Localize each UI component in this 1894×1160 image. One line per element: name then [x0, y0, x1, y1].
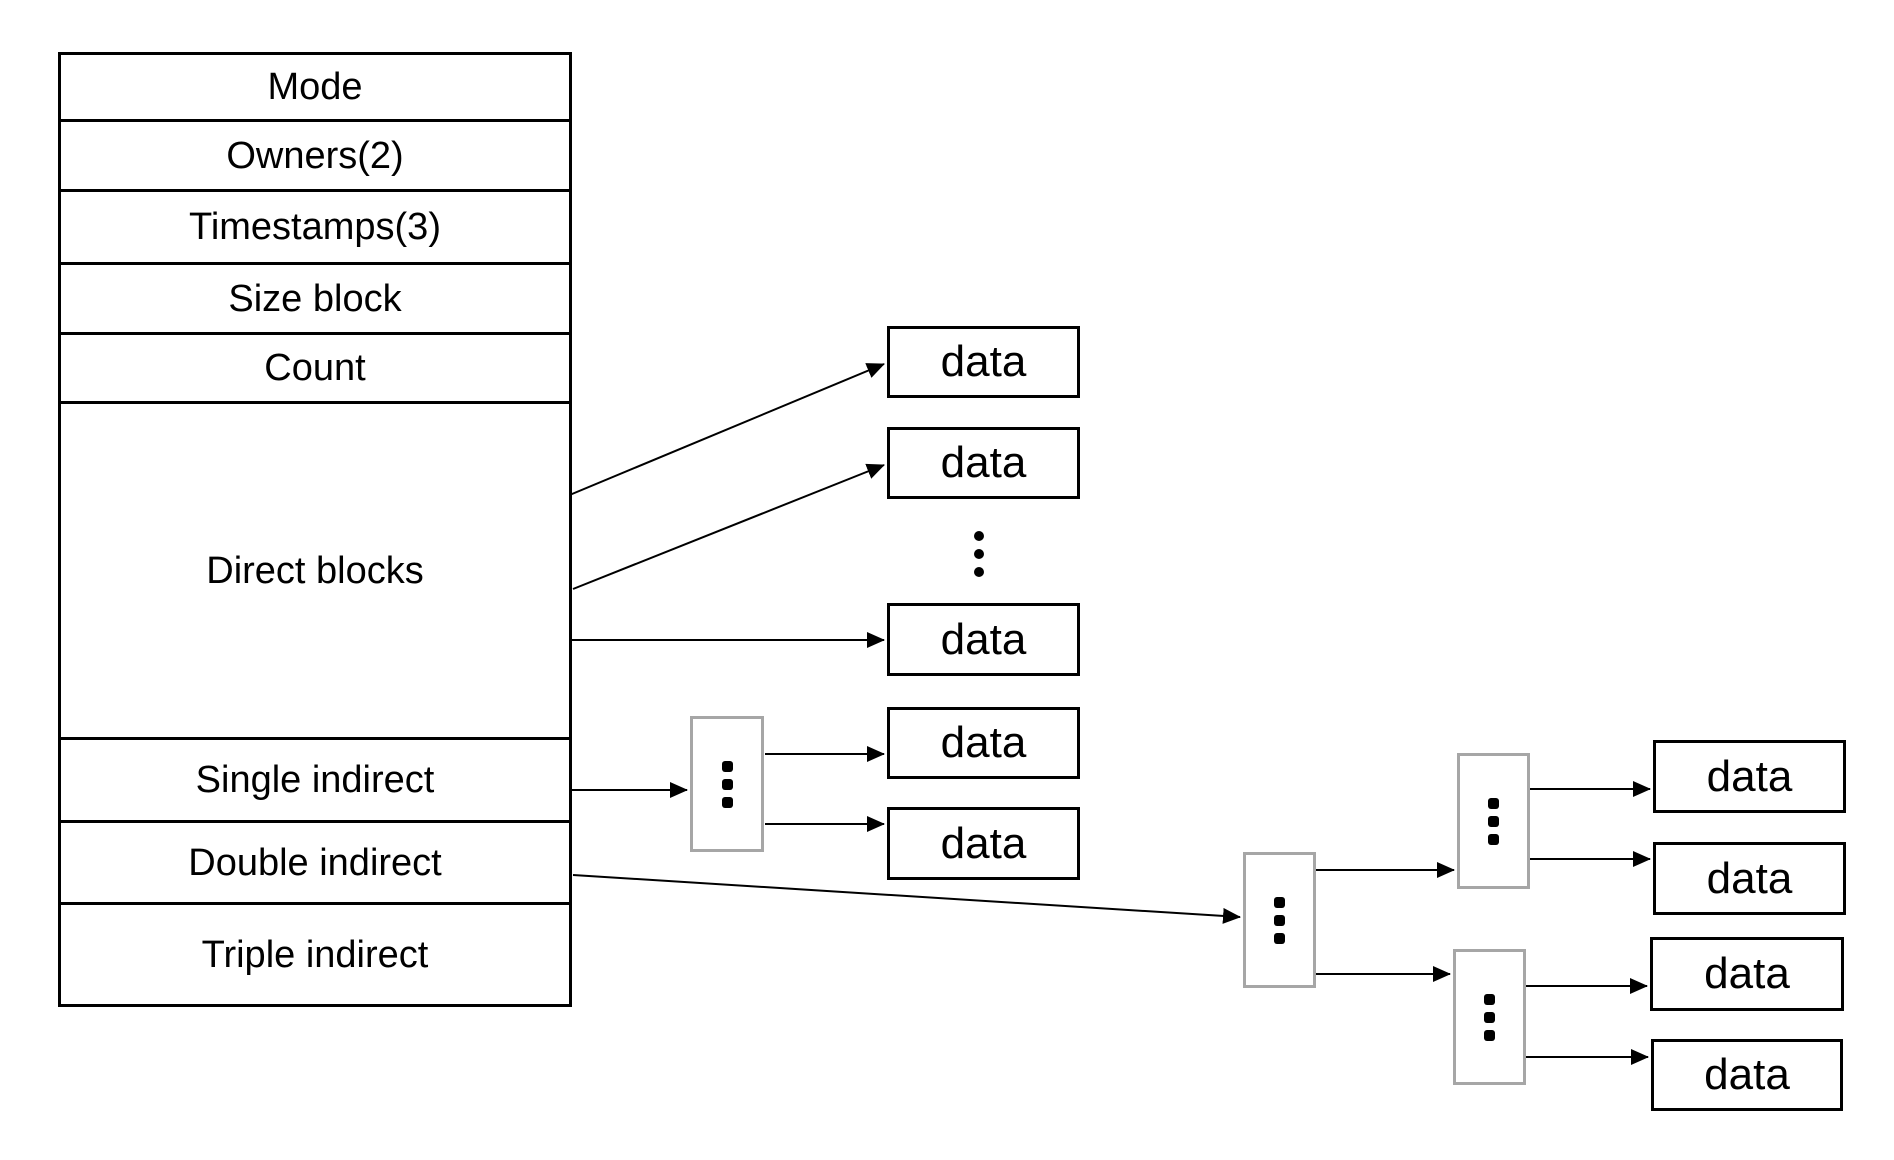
ellipsis-dot [1484, 993, 1495, 1005]
data-block: data [887, 707, 1080, 779]
ellipsis-dot [974, 567, 984, 577]
ellipsis-dot [1484, 1029, 1495, 1041]
ellipsis-dot [1488, 797, 1499, 809]
data-block-label: data [940, 438, 1027, 487]
single-indirect-block [690, 716, 764, 852]
ellipsis-dot [721, 760, 733, 772]
inode-row-label: Triple indirect [201, 933, 429, 976]
ellipsis-dot [1274, 896, 1285, 908]
data-block: data [1653, 842, 1846, 915]
data-block-label: data [1704, 949, 1790, 998]
inode-table: Mode Owners(2) Timestamps(3) Size block … [58, 52, 572, 1007]
data-block-label: data [1704, 1050, 1790, 1099]
ellipsis-dot [974, 531, 984, 541]
data-block-label: data [940, 337, 1027, 386]
data-block: data [887, 807, 1080, 880]
vertical-ellipsis-icon [721, 760, 733, 808]
arrow-direct-1 [559, 363, 885, 500]
vertical-ellipsis-icon [1484, 993, 1495, 1041]
inode-row-label: Owners(2) [226, 134, 404, 177]
inode-row-label: Size block [228, 277, 402, 320]
inode-row-label: Mode [267, 66, 363, 108]
inode-row-timestamps: Timestamps(3) [61, 192, 569, 265]
data-block-label: data [940, 818, 1027, 868]
data-block: data [887, 326, 1080, 398]
vertical-ellipsis-icon [1488, 797, 1499, 845]
inode-row-label: Count [264, 347, 366, 389]
inode-row-label: Direct blocks [206, 549, 424, 592]
ellipsis-dot [1488, 815, 1499, 827]
data-block: data [887, 427, 1080, 499]
data-block: data [1651, 1039, 1843, 1111]
data-block-label: data [1706, 751, 1793, 801]
data-block-label: data [940, 718, 1027, 767]
ellipsis-dot [1484, 1011, 1495, 1023]
ellipsis-dot [974, 549, 984, 559]
double-indirect-level2-block-upper [1457, 753, 1530, 889]
vertical-ellipsis-icon [1274, 896, 1285, 944]
data-block: data [887, 603, 1080, 676]
data-block: data [1650, 937, 1844, 1011]
inode-row-mode: Mode [61, 55, 569, 122]
ellipsis-dot [721, 796, 733, 808]
inode-row-direct-blocks: Direct blocks [61, 404, 569, 740]
data-block-label: data [940, 614, 1027, 664]
inode-row-label: Timestamps(3) [189, 206, 441, 248]
arrow-double-indirect [572, 874, 1241, 924]
data-block-label: data [1706, 853, 1793, 903]
ellipsis-dot [721, 778, 733, 790]
data-block: data [1653, 740, 1846, 813]
inode-row-label: Single indirect [195, 759, 435, 801]
inode-row-count: Count [61, 335, 569, 404]
ellipsis-dot [1488, 833, 1499, 845]
double-indirect-level2-block-lower [1453, 949, 1526, 1085]
inode-row-owners: Owners(2) [61, 122, 569, 192]
double-indirect-level1-block [1243, 852, 1316, 988]
ellipsis-dot [1274, 932, 1285, 944]
inode-row-size-block: Size block [61, 265, 569, 335]
inode-row-label: Double indirect [188, 841, 442, 884]
vertical-ellipsis-icon [968, 531, 990, 577]
ellipsis-dot [1274, 914, 1285, 926]
arrow-direct-2 [572, 463, 885, 590]
inode-row-single-indirect: Single indirect [61, 740, 569, 823]
inode-row-double-indirect: Double indirect [61, 823, 569, 905]
inode-row-triple-indirect: Triple indirect [61, 905, 569, 1004]
